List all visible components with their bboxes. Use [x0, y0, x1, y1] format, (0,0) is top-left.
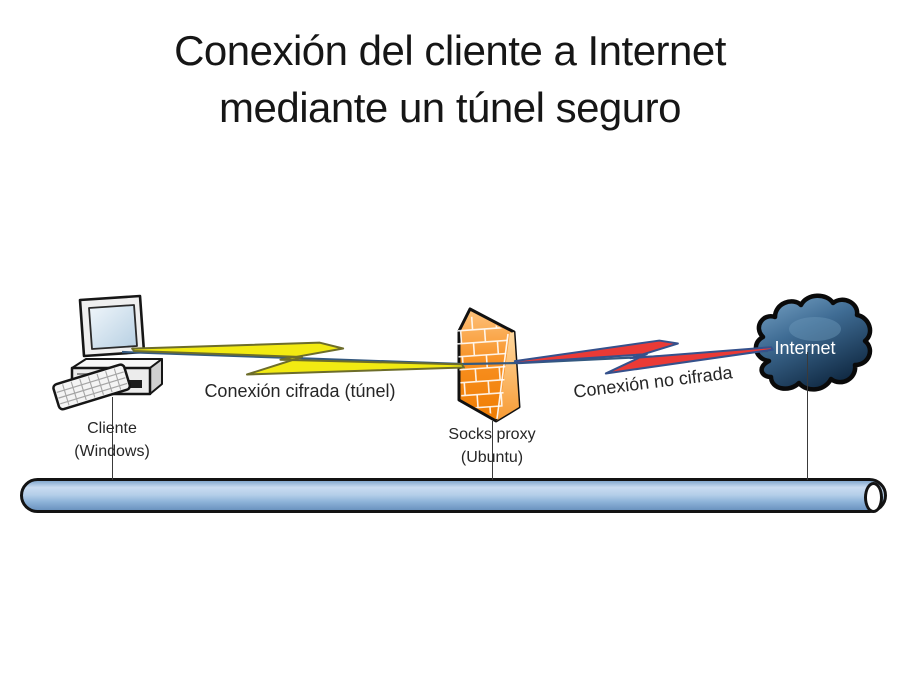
pipe-open-end	[864, 482, 883, 513]
client-label-line1: Cliente	[87, 420, 137, 437]
client-drop-line	[112, 397, 113, 480]
monitor-screen	[88, 304, 138, 350]
keyboard	[52, 363, 132, 411]
title-line-2: mediante un túnel seguro	[219, 84, 682, 131]
title-line-1: Conexión del cliente a Internet	[174, 27, 726, 74]
encrypted-lightning-bolt-icon	[132, 337, 465, 383]
page-title: Conexión del cliente a Internet mediante…	[0, 22, 900, 136]
internet-label: Internet	[774, 338, 835, 358]
proxy-label-line2: (Ubuntu)	[460, 449, 524, 466]
proxy-drop-line	[492, 421, 493, 480]
encrypted-link-label: Conexión cifrada (túnel)	[204, 381, 396, 401]
proxy-label-line1: Socks proxy	[448, 426, 536, 443]
unencrypted-lightning-bolt-icon	[514, 329, 774, 385]
proxy-label: Socks proxy (Ubuntu)	[427, 423, 557, 469]
internet-cloud-icon: Internet	[753, 293, 873, 392]
client-label: Cliente (Windows)	[47, 417, 177, 463]
client-label-line2: (Windows)	[74, 443, 150, 460]
internet-drop-line	[807, 352, 808, 480]
cloud-shape	[753, 293, 873, 392]
network-pipe	[20, 478, 887, 513]
